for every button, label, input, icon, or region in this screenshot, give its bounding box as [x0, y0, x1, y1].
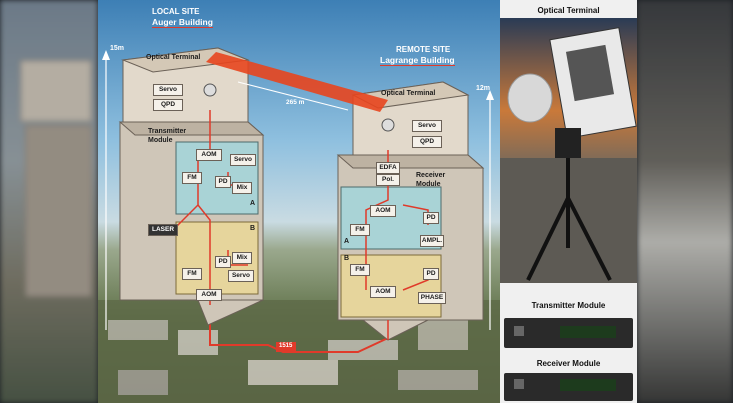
right-height-label: 12m: [476, 85, 491, 92]
rx-telescope-optic: [381, 118, 395, 132]
tx-terminal-qpd: QPD: [153, 99, 183, 111]
tx-laser: LASER: [148, 224, 178, 236]
rx-a-pd: PD: [423, 212, 439, 224]
tx-module-title-2: Module: [148, 137, 173, 144]
tx-b-pd: PD: [215, 256, 231, 268]
rx-a-fm: FM: [350, 224, 370, 236]
blurred-block: [20, 60, 92, 122]
photo-column: Optical Terminal Transmitter Module Rece…: [500, 0, 637, 403]
tx-a-pd: PD: [215, 176, 231, 188]
tx-telescope-optic: [203, 83, 217, 97]
tx-a-aom: AOM: [196, 149, 222, 161]
rx-b-aom: AOM: [370, 286, 396, 298]
tx-a-mix: Mix: [232, 182, 252, 194]
ground-fiber: [209, 318, 389, 353]
fiber-label: 1515: [279, 343, 293, 349]
tx-a-servo: Servo: [230, 154, 256, 166]
receiver-module-photo: [504, 373, 633, 401]
rx-edfa: EDFA: [376, 162, 400, 174]
satellite-dish-icon: [507, 73, 553, 123]
rx-b-fm: FM: [350, 264, 370, 276]
blurred-right-margin: [637, 0, 733, 403]
rx-a-ampl: AMPL.: [420, 235, 444, 247]
tx-a-letter: A: [250, 200, 256, 207]
tx-terminal-servo: Servo: [153, 84, 183, 96]
optical-terminal-photo: [500, 18, 637, 283]
photo-title-optical-terminal: Optical Terminal: [537, 6, 600, 15]
tx-terminal-title: Optical Terminal: [146, 54, 201, 61]
rx-module-title-1: Receiver: [416, 172, 446, 179]
remote-building-label: Lagrange Building: [380, 55, 455, 66]
rx-terminal-servo: Servo: [412, 120, 442, 132]
tx-b-letter: B: [250, 225, 256, 232]
tx-a-fm: FM: [182, 172, 202, 184]
local-building-label: Auger Building: [152, 17, 213, 28]
local-site-label: LOCAL SITE: [152, 7, 200, 16]
photo-title-transmitter: Transmitter Module: [531, 301, 606, 310]
rx-a-aom: AOM: [370, 205, 396, 217]
rx-a-letter: A: [344, 238, 350, 245]
blurred-left-margin: [0, 0, 98, 403]
blurred-block: [25, 125, 92, 297]
left-height-label: 15m: [110, 45, 125, 52]
diagram-panel: LOCAL SITE Auger Building REMOTE SITE La…: [98, 0, 500, 403]
tx-b-servo: Servo: [228, 270, 254, 282]
free-space-beam: [206, 52, 388, 112]
transmitter-module-photo: [504, 318, 633, 348]
rx-b-pd: PD: [423, 268, 439, 280]
rx-pol: Pol.: [376, 174, 400, 186]
rx-module-title-2: Module: [416, 181, 441, 188]
remote-site-label: REMOTE SITE: [396, 45, 451, 54]
fiber-label-box: [276, 342, 296, 352]
tx-b-aom: AOM: [196, 289, 222, 301]
rx-terminal-qpd: QPD: [412, 136, 442, 148]
rx-b-phase: PHASE: [418, 292, 446, 304]
tx-module-title-1: Transmitter: [148, 128, 187, 135]
tx-b-fm: FM: [182, 268, 202, 280]
rx-terminal-title: Optical Terminal: [381, 90, 436, 97]
rx-b-letter: B: [344, 255, 350, 262]
tx-b-mix: Mix: [232, 252, 252, 264]
photo-title-receiver: Receiver Module: [536, 359, 601, 368]
distance-arrow: [237, 81, 349, 111]
distance-label: 265 m: [286, 99, 305, 106]
